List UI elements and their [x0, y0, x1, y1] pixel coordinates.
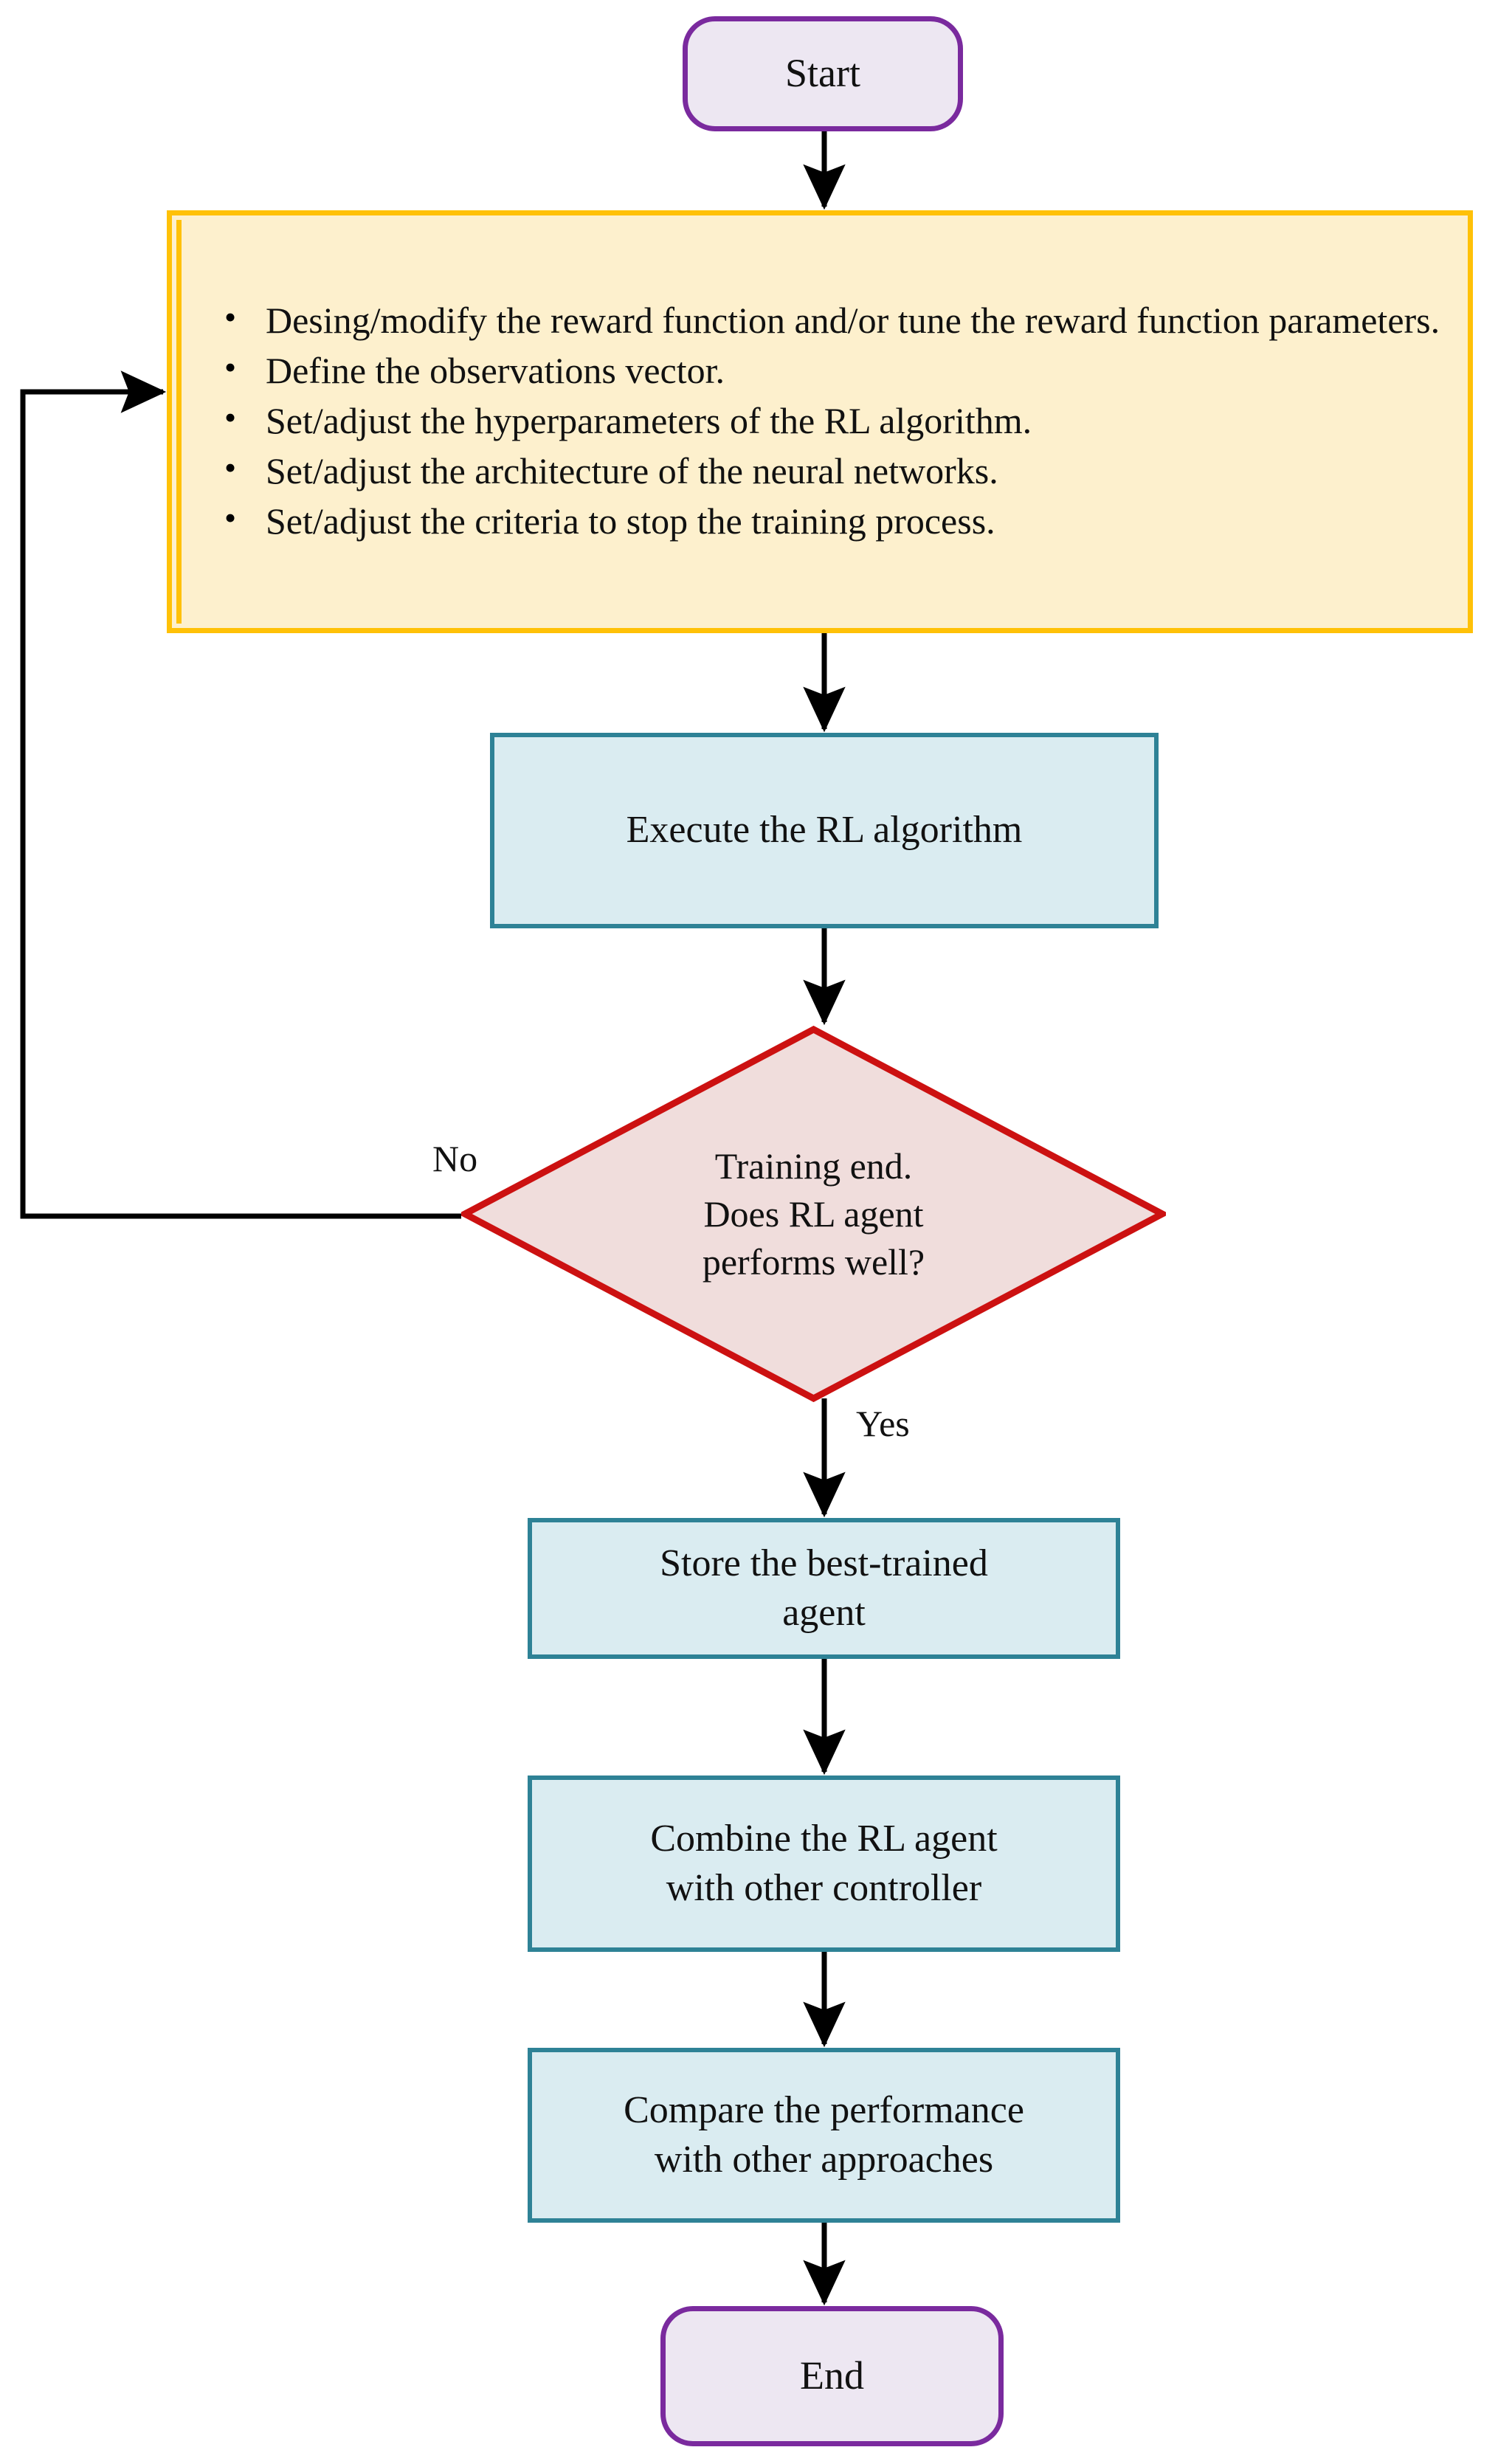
- node-tasklist[interactable]: Desing/modify the reward function and/or…: [167, 210, 1473, 633]
- decision-diamond-shape: [461, 1026, 1166, 1402]
- node-start[interactable]: Start: [683, 16, 963, 131]
- node-combine-line-2: with other controller: [666, 1866, 982, 1909]
- node-compare-line-2: with other approaches: [654, 2138, 994, 2181]
- node-store-line-1: Store the best-trained: [660, 1542, 988, 1584]
- tasklist-inner-frame: Desing/modify the reward function and/or…: [176, 220, 1463, 624]
- edge-label-yes: Yes: [856, 1403, 910, 1444]
- node-end[interactable]: End: [660, 2306, 1004, 2446]
- node-decision-training-end[interactable]: Training end. Does RL agent performs wel…: [461, 1026, 1166, 1402]
- node-compare-line-1: Compare the performance: [624, 2088, 1024, 2131]
- decision-line-3: performs well?: [702, 1240, 925, 1283]
- node-start-label: Start: [785, 51, 860, 96]
- list-item: Set/adjust the hyperparameters of the RL…: [220, 396, 1446, 445]
- node-store-line-2: agent: [782, 1591, 866, 1634]
- node-end-label: End: [800, 2353, 864, 2398]
- list-item: Set/adjust the architecture of the neura…: [220, 446, 1446, 495]
- decision-label-block: Training end. Does RL agent performs wel…: [461, 1026, 1166, 1402]
- edge-label-no: No: [432, 1138, 478, 1179]
- node-combine-rl-agent[interactable]: Combine the RL agent with other controll…: [528, 1775, 1120, 1952]
- node-compare-performance[interactable]: Compare the performance with other appro…: [528, 2048, 1120, 2223]
- list-item: Define the observations vector.: [220, 345, 1446, 395]
- tasklist-items: Desing/modify the reward function and/or…: [182, 295, 1463, 548]
- node-store-best-trained-agent[interactable]: Store the best-trained agent: [528, 1518, 1120, 1659]
- decision-line-2: Does RL agent: [703, 1193, 924, 1235]
- node-combine-line-1: Combine the RL agent: [650, 1817, 998, 1860]
- node-execute-label: Execute the RL algorithm: [626, 809, 1023, 852]
- node-execute-rl-algorithm[interactable]: Execute the RL algorithm: [490, 733, 1159, 928]
- list-item: Desing/modify the reward function and/or…: [220, 295, 1446, 345]
- decision-line-1: Training end.: [714, 1145, 913, 1187]
- list-item: Set/adjust the criteria to stop the trai…: [220, 496, 1446, 545]
